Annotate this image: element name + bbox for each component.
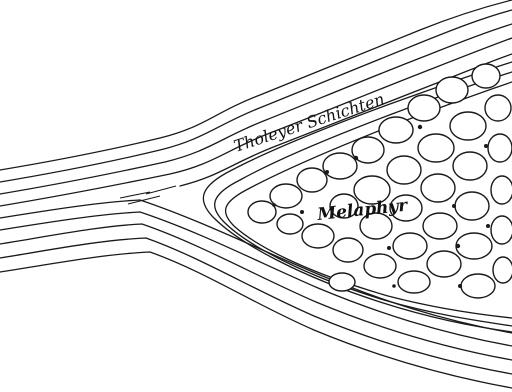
clast — [436, 77, 468, 103]
clast — [277, 214, 303, 234]
clast — [493, 257, 512, 283]
gap-mark — [272, 203, 276, 207]
clast — [333, 238, 363, 262]
clast — [450, 112, 486, 140]
clast — [491, 176, 512, 204]
gap-mark — [456, 244, 460, 248]
clast — [488, 134, 512, 162]
clast — [455, 192, 489, 220]
clast — [485, 95, 511, 121]
clast — [423, 213, 457, 239]
clast — [297, 168, 327, 192]
clast — [329, 273, 355, 291]
clast — [461, 274, 495, 298]
gap-mark — [392, 284, 396, 288]
gap-mark — [300, 210, 304, 214]
clast — [491, 216, 512, 244]
gap-mark — [458, 284, 462, 288]
gap-mark — [486, 224, 490, 228]
clast — [323, 153, 357, 179]
gap-mark — [354, 156, 358, 160]
lower-stratum-line — [0, 224, 512, 360]
clast — [364, 254, 396, 278]
clast — [421, 174, 455, 202]
clast — [472, 64, 500, 88]
clast — [408, 95, 440, 121]
clast — [398, 271, 430, 293]
gap-mark — [387, 246, 391, 250]
clast — [302, 224, 334, 248]
clast — [248, 201, 276, 223]
clast — [453, 152, 487, 180]
clast — [456, 233, 492, 259]
clast — [418, 134, 454, 162]
gap-mark — [418, 125, 422, 129]
clast — [387, 156, 421, 184]
gap-mark — [325, 170, 329, 174]
gap-mark — [484, 144, 488, 148]
clast — [393, 233, 427, 259]
clast — [379, 117, 413, 143]
clast — [427, 251, 461, 277]
gap-mark — [452, 204, 456, 208]
